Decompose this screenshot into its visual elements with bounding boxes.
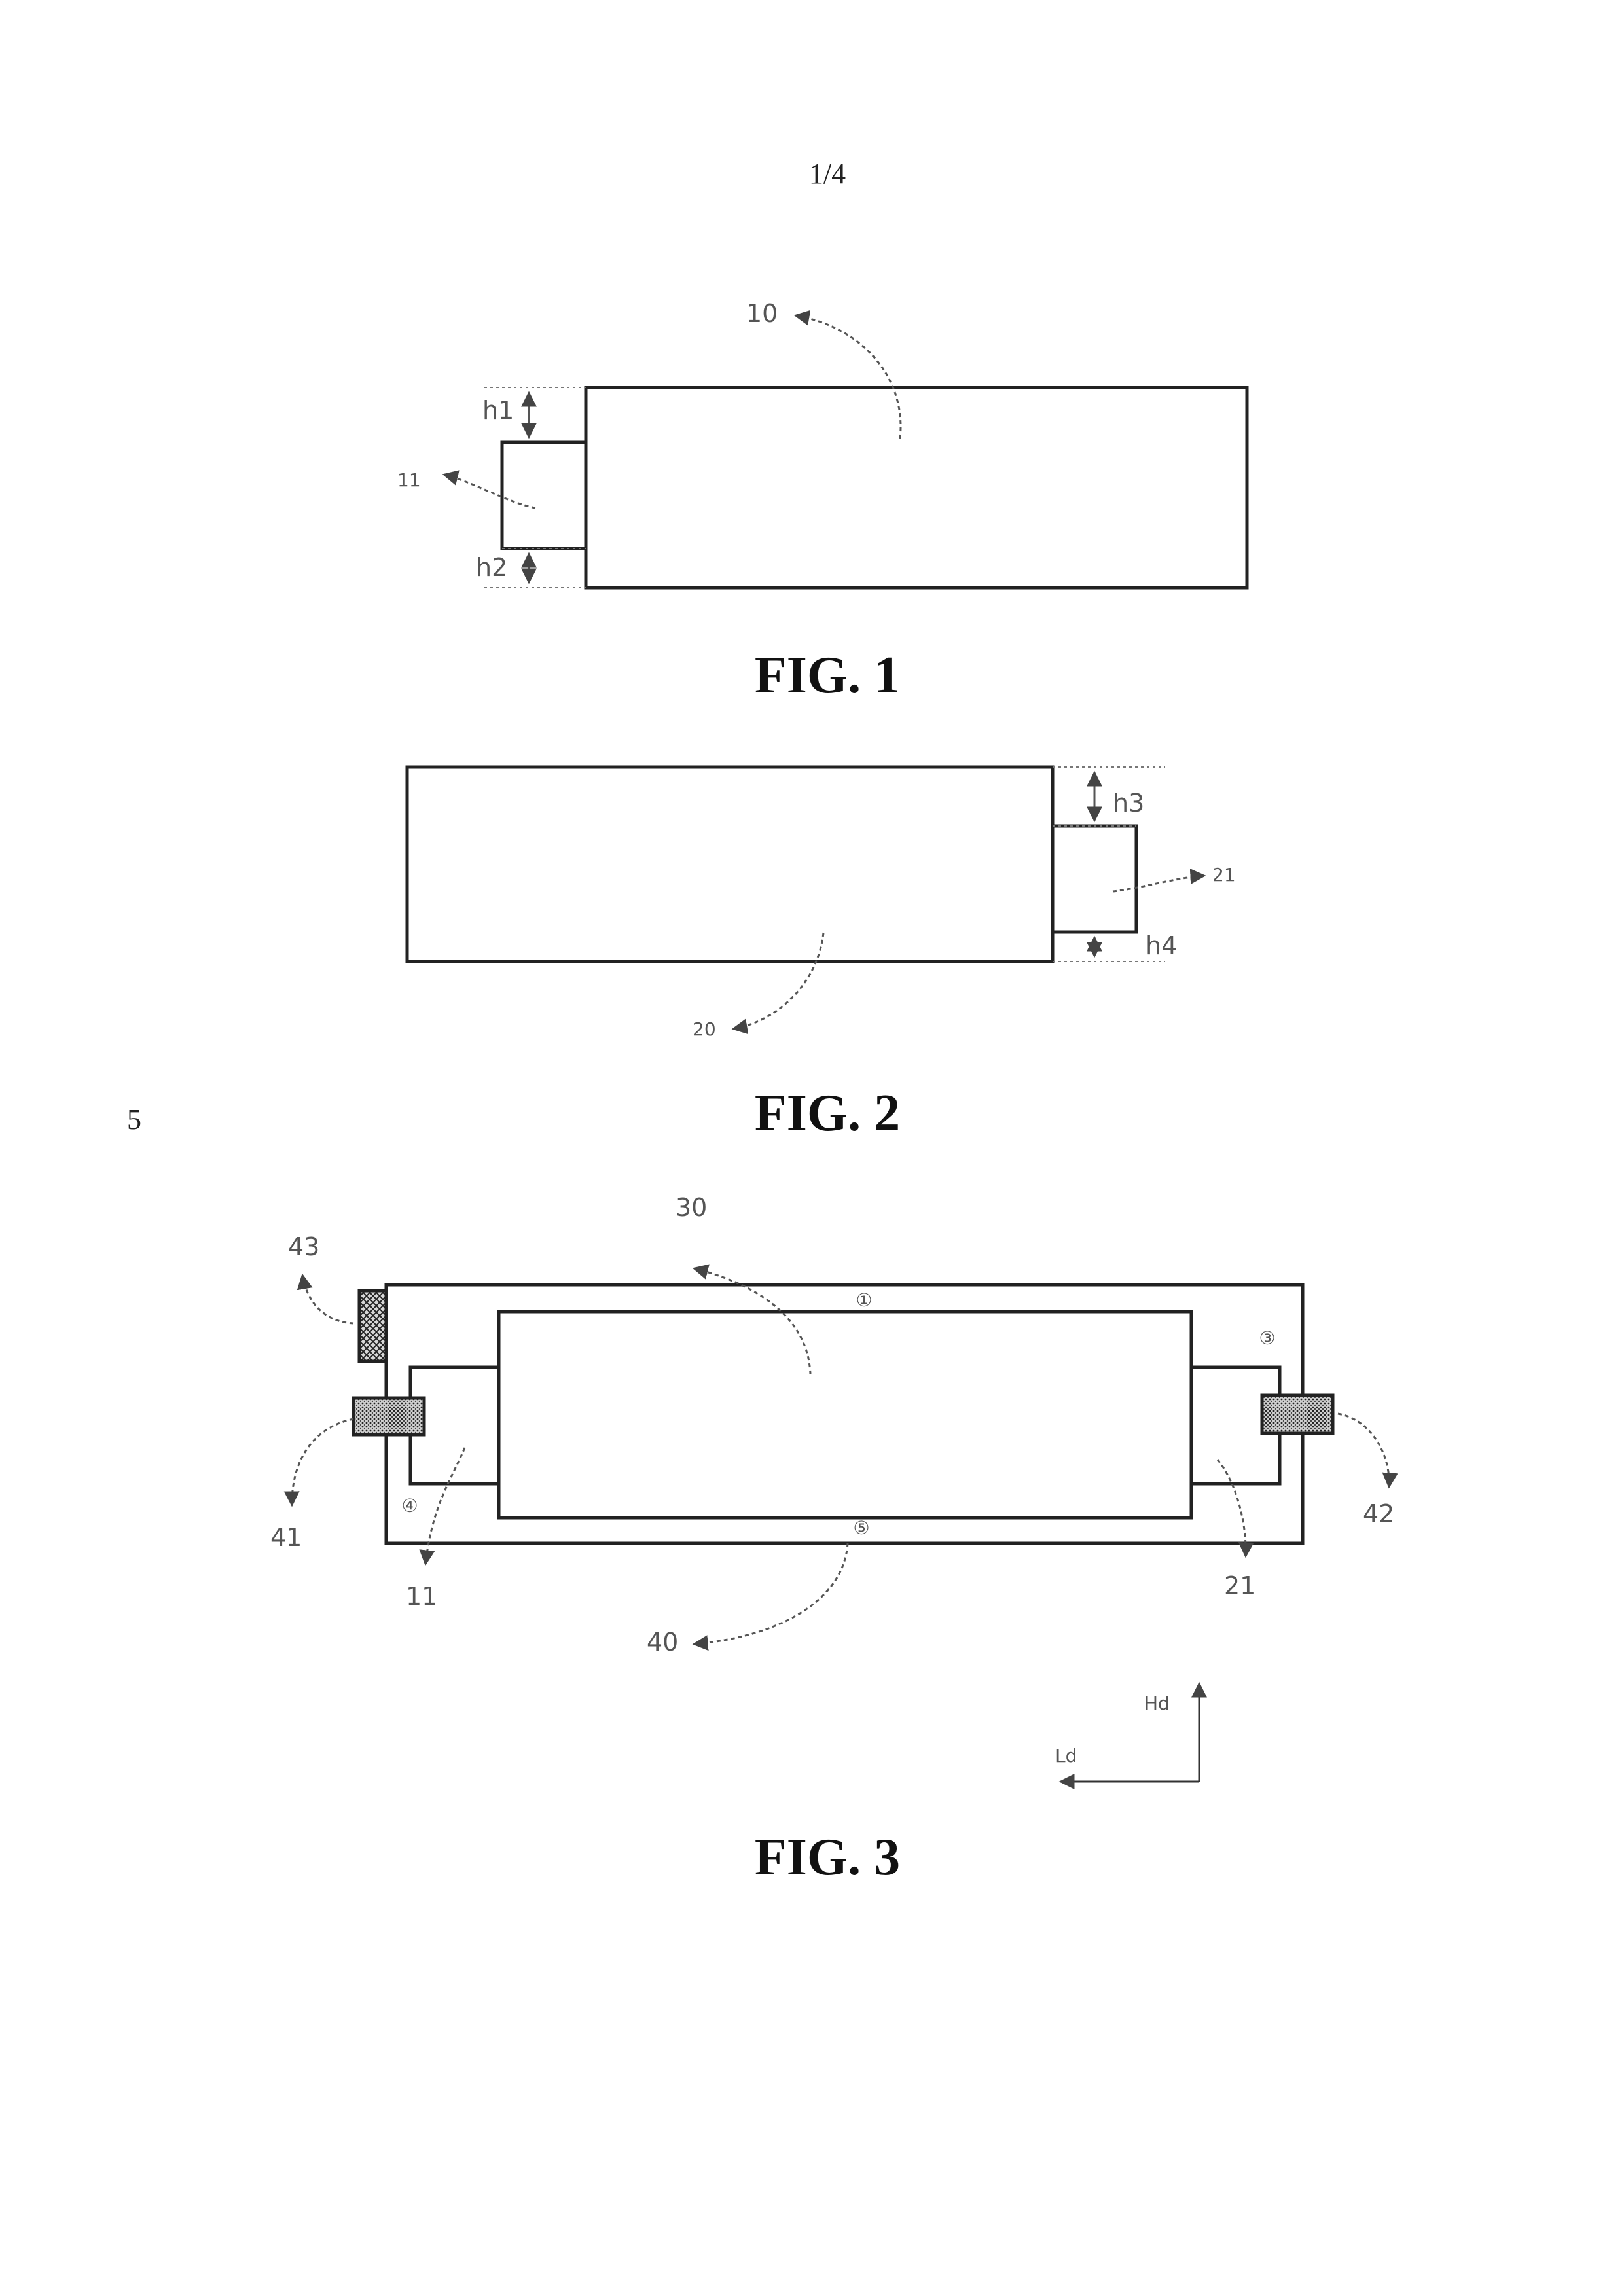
fig3-region-5: ⑤ [853, 1517, 869, 1539]
fig1-tab-11 [502, 442, 586, 548]
fig3-core-30 [499, 1312, 1191, 1518]
fig1-label-10: 10 [746, 299, 778, 328]
fig3-terminal-42 [1262, 1395, 1333, 1433]
fig2: h3 h4 21 20 FIG. 2 [407, 767, 1236, 1142]
fig3-region-1: ① [856, 1289, 872, 1311]
fig2-h3-label: h3 [1113, 789, 1144, 817]
fig3-axis-ld-label: Ld [1055, 1745, 1077, 1767]
fig3-label-30: 30 [676, 1193, 707, 1222]
fig1: h1 h2 10 11 FIG. 1 [397, 299, 1247, 704]
fig3-region-3: ③ [1259, 1327, 1275, 1349]
fig3-region-4: ④ [401, 1495, 418, 1516]
fig3-axis-hd-label: Hd [1144, 1693, 1170, 1714]
fig2-label-21: 21 [1212, 864, 1236, 886]
fig3: ① ③ ④ ⑤ 30 43 41 42 11 21 40 Hd Ld FIG. … [270, 1193, 1394, 1886]
fig2-h4-label: h4 [1146, 931, 1177, 960]
fig1-label-11: 11 [397, 469, 421, 491]
fig1-body-10 [586, 387, 1247, 588]
fig3-label-41: 41 [270, 1523, 302, 1552]
fig3-terminal-41 [353, 1398, 424, 1435]
fig3-leader-42 [1338, 1414, 1389, 1487]
fig3-label-21: 21 [1224, 1571, 1255, 1600]
line-number: 5 [127, 1103, 141, 1136]
fig1-h1-label: h1 [482, 396, 514, 425]
fig3-label-42: 42 [1363, 1499, 1394, 1528]
fig3-leader-43 [302, 1275, 353, 1323]
fig2-tab-21 [1053, 826, 1136, 932]
fig2-caption: FIG. 2 [755, 1085, 900, 1142]
fig3-terminal-43 [359, 1291, 386, 1361]
fig3-label-43: 43 [288, 1232, 319, 1261]
fig2-body-20 [407, 767, 1053, 961]
fig3-leader-40 [694, 1543, 848, 1644]
fig3-label-40: 40 [647, 1628, 678, 1657]
fig2-label-20: 20 [693, 1018, 716, 1040]
fig3-caption: FIG. 3 [755, 1829, 900, 1886]
fig1-caption: FIG. 1 [755, 647, 900, 704]
page-number: 1/4 [809, 158, 846, 190]
fig1-h2-label: h2 [476, 553, 507, 582]
fig3-leader-41 [292, 1419, 353, 1505]
fig3-label-11: 11 [406, 1582, 437, 1611]
